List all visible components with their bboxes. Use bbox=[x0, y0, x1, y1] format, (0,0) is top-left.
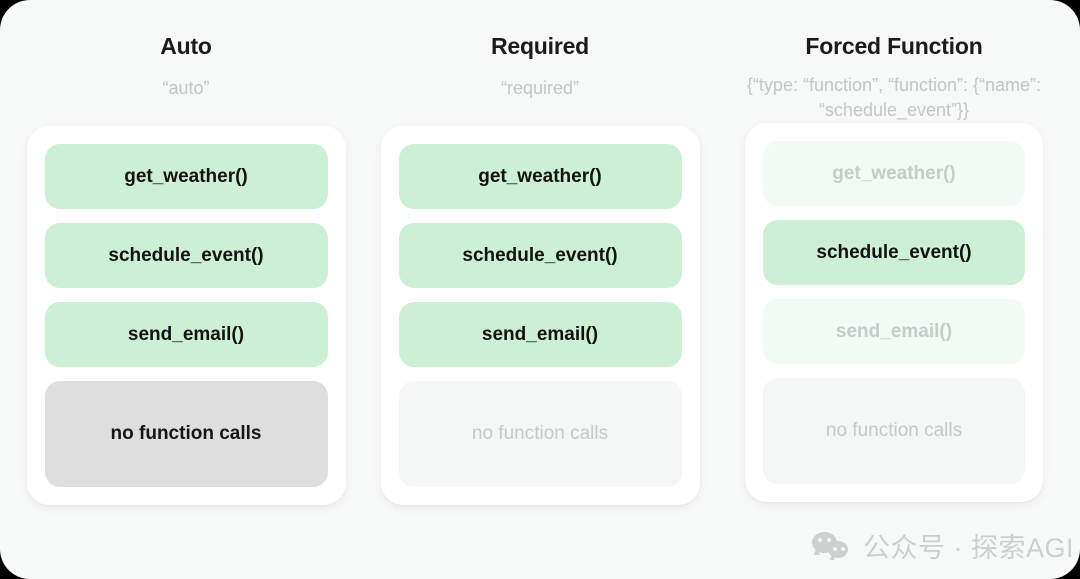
column-forced-function-subtitle: {“type: “function”, “function”: {“name”:… bbox=[746, 75, 1042, 121]
option-get-weather[interactable]: get_weather() bbox=[44, 144, 328, 210]
column-auto-title: Auto bbox=[160, 33, 212, 59]
column-required-header: Required “required” bbox=[372, 0, 708, 126]
column-required-card: get_weather() schedule_event() send_emai… bbox=[380, 126, 700, 506]
option-no-function-calls[interactable]: no function calls bbox=[398, 381, 682, 488]
column-auto: Auto “auto” get_weather() schedule_event… bbox=[18, 0, 354, 506]
option-no-function-calls[interactable]: no function calls bbox=[763, 378, 1025, 485]
option-schedule-event[interactable]: schedule_event() bbox=[44, 223, 328, 289]
option-no-function-calls[interactable]: no function calls bbox=[44, 381, 328, 488]
option-schedule-event[interactable]: schedule_event() bbox=[763, 220, 1025, 286]
column-forced-function-card: get_weather() schedule_event() send_emai… bbox=[745, 123, 1043, 503]
option-send-email[interactable]: send_email() bbox=[44, 302, 328, 368]
column-required: Required “required” get_weather() schedu… bbox=[372, 0, 708, 506]
option-get-weather[interactable]: get_weather() bbox=[398, 144, 682, 210]
column-forced-function-header: Forced Function {“type: “function”, “fun… bbox=[726, 0, 1062, 123]
column-required-title: Required bbox=[490, 33, 590, 59]
column-auto-subtitle: “auto” bbox=[162, 78, 210, 99]
option-send-email[interactable]: send_email() bbox=[398, 302, 682, 368]
column-auto-card: get_weather() schedule_event() send_emai… bbox=[26, 126, 346, 506]
option-send-email[interactable]: send_email() bbox=[763, 299, 1025, 365]
column-required-subtitle: “required” bbox=[500, 78, 580, 99]
column-auto-header: Auto “auto” bbox=[18, 0, 354, 126]
column-forced-function-title: Forced Function bbox=[805, 33, 983, 59]
column-forced-function: Forced Function {“type: “function”, “fun… bbox=[726, 0, 1062, 503]
option-get-weather[interactable]: get_weather() bbox=[763, 141, 1025, 207]
option-schedule-event[interactable]: schedule_event() bbox=[398, 223, 682, 289]
